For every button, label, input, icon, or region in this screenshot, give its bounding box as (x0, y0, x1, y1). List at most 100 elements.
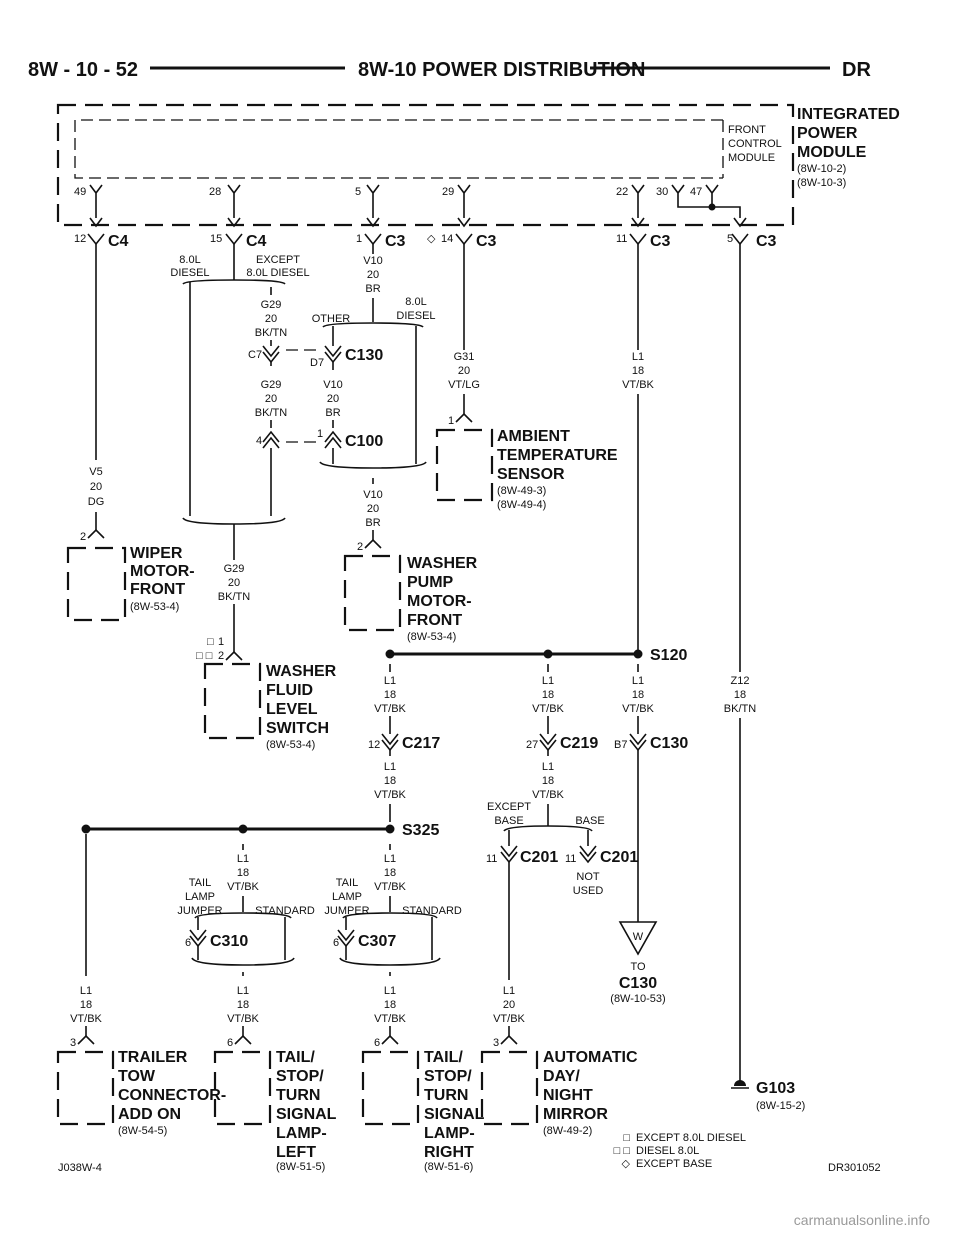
components-fluid-name-3-text: SWITCH (266, 720, 329, 737)
components-washer_pump-ref-text: (8W-53-4) (407, 631, 456, 643)
path-mark (324, 430, 342, 443)
path-mark (734, 1080, 746, 1086)
options-diesel80-1-text: DIESEL (170, 267, 209, 279)
connectors-c7-pin-text: C7 (248, 349, 262, 361)
options-tail_jumper-1-text: LAMP (332, 891, 362, 903)
components-mirror-name-2-text: NIGHT (543, 1087, 593, 1104)
path-mark (342, 912, 438, 919)
components-ground-ref-text: (8W-15-2) (756, 1100, 805, 1112)
wires-l1b-2-text: VT/BK (374, 703, 406, 715)
path-mark (500, 845, 518, 858)
path-mark (77, 1034, 95, 1045)
wires-l1j-0-text: L1 (384, 985, 396, 997)
pin-49: 49 (74, 186, 86, 198)
wires-l1m-1-text: 20 (503, 999, 515, 1011)
wires-l1a-0-text: L1 (632, 351, 644, 363)
path-mark (227, 184, 241, 218)
fcm-label-3: MODULE (728, 152, 775, 164)
components-tail_right-pin-text: 6 (374, 1037, 380, 1049)
model-code: DR (842, 59, 871, 81)
components-tail_right-name-5-text: RIGHT (424, 1144, 474, 1161)
v10-washer-pump-circuit: V10 20 BR OTHER 8.0L DIESEL D7 C130 V10 … (310, 244, 478, 643)
wires-g29b-1-text: 20 (265, 393, 277, 405)
to-c130-label: C130 (619, 975, 657, 992)
g29-fluid-switch-circuit: 8.0L DIESEL EXCEPT 8.0L DIESEL G29 20 BK… (170, 244, 337, 751)
wires-g31-2-text: VT/LG (448, 379, 480, 391)
connector-c3-b: C3 (476, 233, 497, 250)
components-wiper-name-1-text: MOTOR- (130, 563, 195, 580)
path-mark (234, 1034, 252, 1045)
connectors-c130a-pin-text: D7 (310, 357, 324, 369)
tail-lamp-right-label: TAIL/ (424, 1049, 463, 1066)
components-trailer-pin-text: 3 (70, 1037, 76, 1049)
components-tail_right-ref-text: (8W-51-6) (424, 1161, 473, 1173)
trailer-tow-label: TRAILER (118, 1049, 188, 1066)
l1-feed-s120: L1 18 VT/BK S120 L1 18 VT/BK 12 C217 L1 … (368, 244, 688, 1137)
wires-l1k-1-text: 18 (80, 999, 92, 1011)
wires-g29c-2-text: BK/TN (218, 591, 250, 603)
components-tail_right-name-3-text: SIGNAL (424, 1106, 485, 1123)
connector-c3-c: C3 (650, 233, 671, 250)
path-mark (631, 184, 645, 218)
circle-mark (633, 649, 643, 659)
path-mark (364, 538, 382, 549)
legend: □ EXCEPT 8.0L DIESEL □ □ DIESEL 8.0L ◇ E… (614, 1132, 746, 1170)
path-mark (455, 233, 473, 246)
wires-v5-0-text: V5 (89, 466, 102, 478)
wires-l1h-2-text: VT/BK (374, 881, 406, 893)
wires-v10c-1-text: 20 (367, 503, 379, 515)
path-mark (366, 217, 380, 228)
wires-l1e-2-text: VT/BK (374, 789, 406, 801)
components-tail_right-name-1-text: STOP/ (424, 1068, 472, 1085)
path-mark (194, 912, 292, 919)
components-tail_left-name-3-text: SIGNAL (276, 1106, 337, 1123)
wires-l1e-1-text: 18 (384, 775, 396, 787)
path-mark (87, 233, 105, 246)
figure-id-left: J038W-4 (58, 1162, 102, 1174)
components-wiper-pin-text: 2 (80, 531, 86, 543)
ipm-label-3: MODULE (797, 144, 867, 161)
double-square-symbol: □ □ (196, 650, 213, 662)
path-mark (74, 119, 723, 179)
path-mark (225, 650, 243, 661)
options-standard-text: STANDARD (402, 905, 462, 917)
components-ambient-refs-0-text: (8W-49-3) (497, 485, 546, 497)
connectors-c201b-pin-text: 11 (565, 853, 576, 865)
connector-c4-a: C4 (108, 233, 129, 250)
c4-pin-12: 12 (74, 233, 86, 245)
wires-g29b-2-text: BK/TN (255, 407, 287, 419)
c4-pin-15: 15 (210, 233, 222, 245)
connector-c201-a: C201 (520, 849, 558, 866)
options-tail_jumper-0-text: TAIL (189, 877, 211, 889)
options-tail_jumper-2-text: JUMPER (324, 905, 369, 917)
wires-v10b-0-text: V10 (323, 379, 343, 391)
path-mark (87, 528, 105, 539)
wires-g29c-1-text: 20 (228, 577, 240, 589)
mirror-box (480, 1050, 539, 1126)
components-fluid-name-2-text: LEVEL (266, 701, 318, 718)
components-tail_right-name-2-text: TURN (424, 1087, 468, 1104)
components-tail_right-name-4-text: LAMP- (424, 1125, 475, 1142)
path-mark (337, 929, 355, 942)
path-mark (579, 845, 597, 858)
components-ambient-name-1-text: TEMPERATURE (497, 447, 618, 464)
fcm-label-1: FRONT (728, 124, 766, 136)
wires-l1m-0-text: L1 (503, 985, 515, 997)
ipm-output-connectors: 12 C4 15 C4 1 C3 ◇ 14 C3 11 C3 5 C3 (74, 217, 777, 250)
components-trailer-name-3-text: ADD ON (118, 1106, 181, 1123)
ipm-label-1: INTEGRATED (797, 106, 900, 123)
wires-l1a-1-text: 18 (632, 365, 644, 377)
path-mark (319, 461, 427, 469)
wires-l1g-2-text: VT/BK (227, 881, 259, 893)
wires-l1j-1-text: 18 (384, 999, 396, 1011)
wires-l1i-0-text: L1 (237, 985, 249, 997)
integrated-power-module: INTEGRATED POWER MODULE (8W-10-2) (8W-10… (56, 103, 900, 227)
components-ambient-pin-text: 1 (448, 415, 454, 427)
connector-c130-a: C130 (345, 347, 383, 364)
wires-l1f-2-text: VT/BK (532, 789, 564, 801)
components-fluid-name-1-text: FLUID (266, 682, 313, 699)
components-tail_left-pin-text: 6 (227, 1037, 233, 1049)
components-fluid-pins-1-text: 2 (218, 650, 224, 662)
components-washer_pump-name-2-text: MOTOR- (407, 593, 472, 610)
path-mark (262, 436, 280, 449)
